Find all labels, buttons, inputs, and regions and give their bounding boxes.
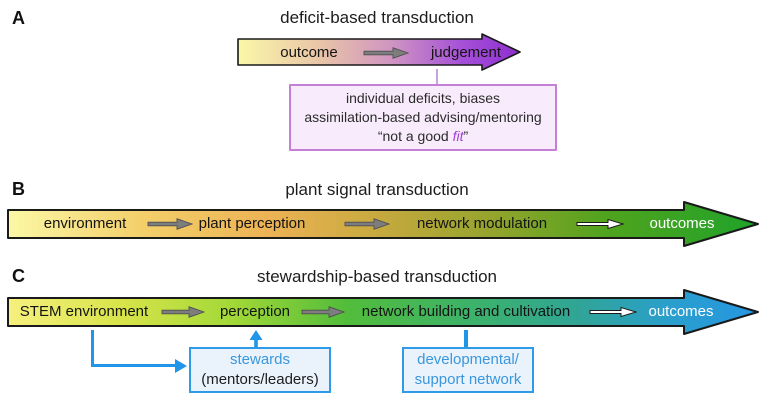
gray-arrow-icon — [301, 306, 346, 318]
support-network-box-line: support network — [414, 371, 522, 388]
arrow-segment-label: outcomes — [649, 215, 715, 232]
support-network-box: developmental/ support network — [402, 347, 534, 393]
network-box-connector — [464, 330, 468, 348]
note-line: individual deficits, biases — [345, 90, 501, 106]
panel-b-title: plant signal transduction — [285, 180, 469, 199]
up-arrow-icon — [249, 330, 263, 348]
gray-arrow-icon — [161, 306, 206, 318]
note-line: assimilation-based advising/mentoring — [304, 109, 542, 125]
arrow-segment-label: outcomes — [648, 303, 714, 320]
gray-arrow-icon — [344, 218, 391, 230]
fit-italic-word: fit — [452, 128, 464, 144]
arrow-segment-label: network modulation — [416, 215, 548, 232]
arrow-segment-label: plant perception — [198, 215, 306, 232]
gray-arrow-icon — [363, 47, 410, 59]
panel-c-title: stewardship-based transduction — [256, 267, 498, 286]
note-line: “not a good fit” — [377, 128, 469, 144]
judgement-note-connector — [436, 69, 438, 85]
right-arrowhead-icon — [175, 359, 187, 373]
panel-c-label: C — [12, 266, 25, 286]
stewardship-gradient-arrow — [7, 289, 759, 335]
stem-env-connector-horizontal — [91, 364, 175, 367]
stem-env-connector-vertical — [91, 330, 94, 367]
white-arrow-icon — [576, 218, 625, 230]
arrow-segment-label: network building and cultivation — [361, 303, 571, 320]
support-network-box-line: developmental/ — [417, 351, 519, 368]
arrow-segment-label: judgement — [430, 44, 502, 61]
deficit-note-box: individual deficits, biases assimilation… — [289, 84, 557, 151]
gray-arrow-icon — [147, 218, 194, 230]
panel-a-title: deficit-based transduction — [280, 8, 474, 27]
arrow-segment-label: outcome — [280, 44, 338, 61]
stewards-box-line: (mentors/leaders) — [201, 371, 319, 388]
arrow-segment-label: environment — [43, 215, 127, 232]
arrow-segment-label: STEM environment — [19, 303, 149, 320]
stewards-box-line: stewards — [229, 351, 291, 368]
white-arrow-icon — [589, 306, 638, 318]
arrow-segment-label: perception — [219, 303, 291, 320]
panel-a-label: A — [12, 8, 25, 28]
panel-b-label: B — [12, 179, 25, 199]
stewards-box: stewards (mentors/leaders) — [189, 347, 331, 393]
